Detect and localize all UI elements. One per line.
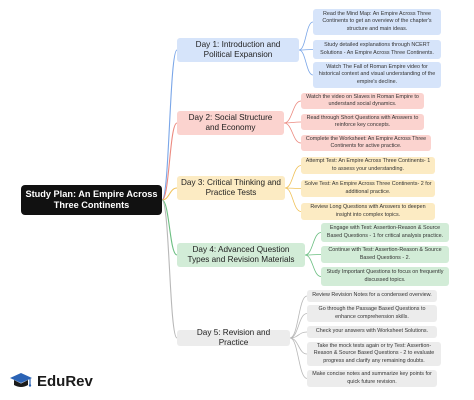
connector-root-day-4 (161, 199, 178, 256)
day-3-task-2: Solve Test: An Empire Across Three Conti… (301, 180, 435, 197)
day-3-node: Day 3: Critical Thinking and Practice Te… (177, 176, 285, 200)
connector-day-5-task-1 (289, 295, 308, 339)
connector-day-2-task-1 (283, 100, 302, 124)
connector-day-1-task-1 (298, 21, 314, 51)
day-4-task-1: Engage with Test: Assertion-Reason & Sou… (321, 223, 449, 242)
connector-day-4-task-1 (304, 232, 322, 256)
connector-day-5-task-5 (289, 337, 308, 379)
connector-root-day-2 (161, 122, 178, 201)
day-5-task-5: Make concise notes and summarize key poi… (307, 370, 437, 387)
connector-day-3-task-1 (284, 165, 302, 189)
day-1-task-2: Study detailed explanations through NCER… (313, 40, 441, 59)
day-3-task-3: Review Long Questions with Answers to de… (301, 203, 435, 220)
connector-root-day-5 (161, 199, 178, 339)
day-5-node: Day 5: Revision and Practice (177, 328, 290, 347)
connector-root-day-3 (161, 187, 178, 201)
logo-text: EduRev (37, 372, 93, 390)
connector-day-2-task-3 (283, 122, 302, 144)
day-4-task-2: Continue with Test: Assertion-Reason & S… (321, 246, 449, 263)
day-5-task-1: Review Revision Notes for a condensed ov… (307, 290, 437, 302)
connector-day-1-task-2 (298, 49, 314, 51)
connector-root-day-1 (161, 49, 178, 201)
graduation-cap-icon (10, 373, 32, 387)
connector-day-5-task-2 (289, 313, 308, 339)
day-1-node: Day 1: Introduction and Political Expans… (177, 38, 299, 62)
day-5-task-2: Go through the Passage Based Questions t… (307, 305, 437, 322)
connector-day-5-task-4 (289, 337, 308, 355)
day-2-task-1: Watch the video on Slaves in Roman Empir… (301, 93, 424, 109)
connector-day-4-task-3 (304, 254, 322, 277)
day-3-task-1: Attempt Test: An Empire Across Three Con… (301, 157, 435, 174)
day-5-task-4: Take the mock tests again or try Test: A… (307, 342, 441, 366)
day-1-task-3: Watch The Fall of Roman Empire video for… (313, 62, 441, 88)
day-2-task-2: Read through Short Questions with Answer… (301, 114, 424, 130)
day-4-node: Day 4: Advanced Question Types and Revis… (177, 243, 305, 267)
day-4-task-3: Study Important Questions to focus on fr… (321, 267, 449, 286)
day-5-task-3: Check your answers with Worksheet Soluti… (307, 326, 437, 338)
connector-day-3-task-3 (284, 187, 302, 212)
day-2-node: Day 2: Social Structure and Economy (177, 111, 284, 135)
mindmap-root: Study Plan: An Empire Across Three Conti… (21, 185, 162, 215)
connector-day-5-task-3 (289, 331, 308, 339)
day-2-task-3: Complete the Worksheet: An Empire Across… (301, 135, 431, 151)
day-1-task-1: Read the Mind Map: An Empire Across Thre… (313, 9, 441, 35)
edurev-logo: EduRev (9, 370, 93, 392)
connector-day-1-task-3 (298, 49, 314, 76)
